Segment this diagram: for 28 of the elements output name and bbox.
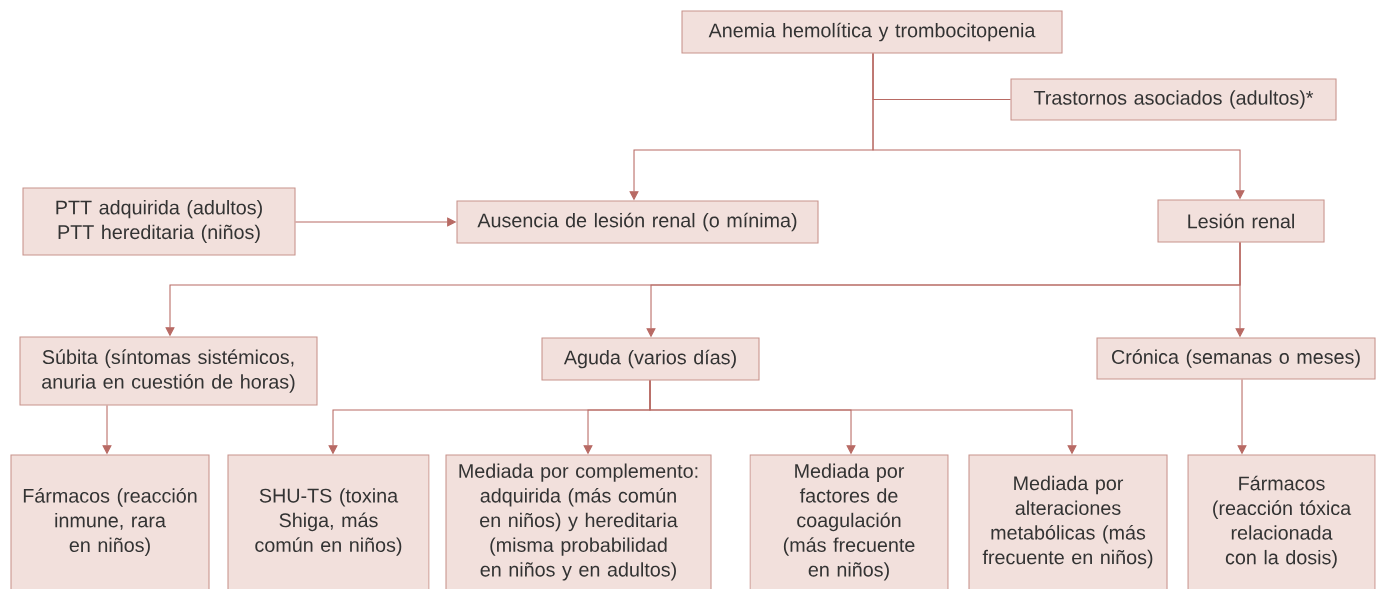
box-text: Fármacos (reacción tóxica relacionada con la dosis) (1213, 475, 1352, 569)
box-text: Fármacos (reacción inmune, rara en niños) (23, 488, 197, 556)
box-text: Trastornos asociados (adultos)* (1033, 90, 1314, 109)
box-text: Súbita (síntomas sistémicos, anuria en cuestión de horas) (42, 349, 295, 393)
box-text: Anemia hemolítica y trombocitopenia (708, 22, 1036, 42)
box (445, 454, 712, 589)
box-text: Crónica (semanas o meses) (1112, 349, 1360, 368)
box-text: Mediada por factores de coagulación (más frecuente en niños) (783, 463, 915, 581)
box (1096, 337, 1376, 380)
box-text: Ausencia de lesión renal (o mínima) (477, 212, 797, 232)
box-text: Lesión renal (1188, 213, 1294, 229)
box (968, 454, 1168, 589)
box-text: Aguda (varios días) (563, 349, 736, 369)
box (456, 200, 819, 244)
box (227, 454, 430, 589)
box-text: SHU-TS (toxina Shiga, más común en niños) (255, 488, 402, 556)
box (1010, 78, 1337, 121)
box-text: PTT adquirida (adultos) PTT hereditaria (niños) (56, 199, 262, 243)
box (10, 454, 210, 589)
box (22, 187, 296, 256)
box (681, 10, 1063, 54)
box-text: Mediada por complemento: adquirida (más común en niños) y hereditaria (misma probabilidad en niños y en adultos) (459, 463, 698, 581)
box (1187, 454, 1376, 589)
box (19, 336, 318, 406)
box (541, 337, 760, 381)
box (1157, 199, 1325, 243)
box-text: Mediada por alteraciones metabólicas (más frecuente en niños) (982, 475, 1153, 569)
box (749, 454, 949, 589)
